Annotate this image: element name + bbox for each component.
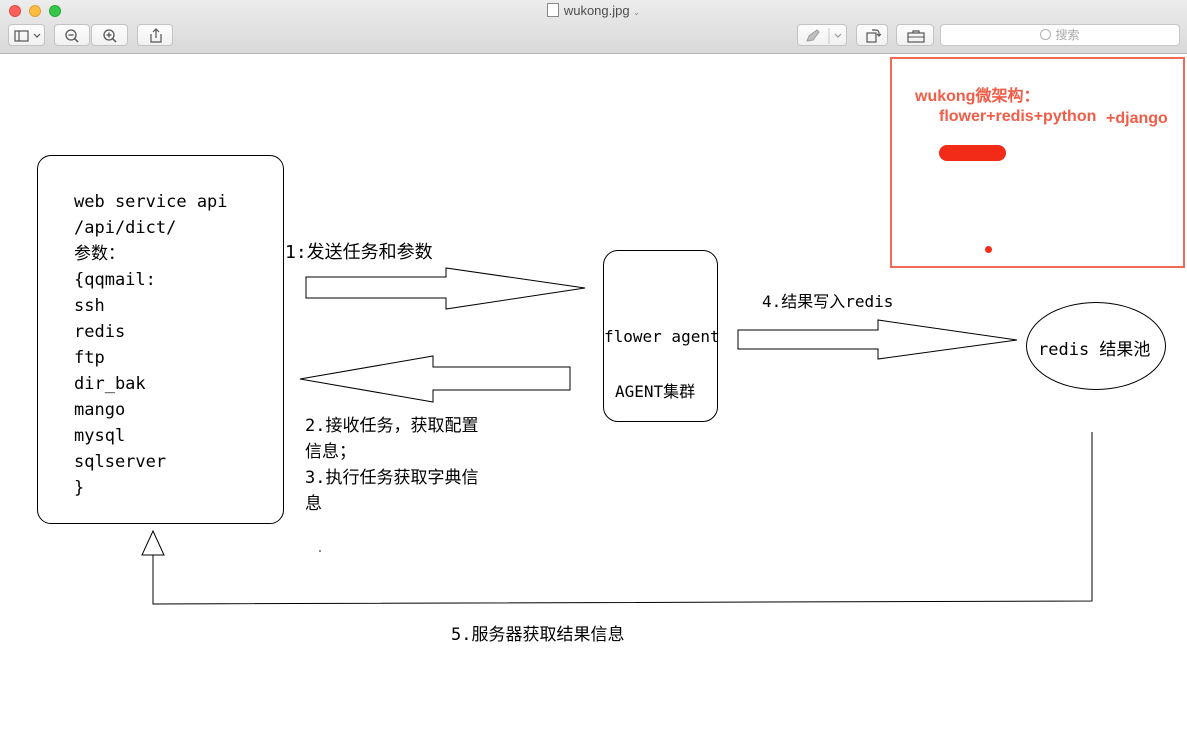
rotate-button[interactable] <box>856 24 888 46</box>
toolbox-button[interactable] <box>896 24 934 46</box>
toolbox-icon <box>907 30 925 43</box>
share-icon <box>150 28 162 43</box>
web-service-line: } <box>74 478 85 498</box>
annotation-stack: flower+redis+python <box>939 108 1097 125</box>
share-button[interactable] <box>137 24 173 46</box>
minimize-window-button[interactable] <box>29 5 41 17</box>
web-service-line: mysql <box>74 426 126 446</box>
search-input[interactable]: 搜索 <box>940 24 1180 46</box>
document-icon <box>546 3 559 17</box>
stray-dot <box>319 550 321 552</box>
markup-pen-button[interactable] <box>797 24 847 46</box>
write-redis-arrow <box>737 319 1018 360</box>
pen-icon <box>806 28 842 44</box>
web-service-line: sqlserver <box>74 452 167 472</box>
send-task-arrow <box>305 267 586 310</box>
close-window-button[interactable] <box>9 5 21 17</box>
sidebar-toggle-button[interactable] <box>8 24 45 46</box>
chevron-down-icon: ⌄ <box>632 7 641 17</box>
agent-cluster-label: AGENT集群 <box>615 382 696 401</box>
zoom-out-icon <box>65 29 79 43</box>
sidebar-icon <box>14 30 41 42</box>
annotation-title: wukong微架构： <box>915 88 1040 105</box>
step3-label-line1: 3.执行任务获取字典信 <box>305 468 479 488</box>
web-service-line: redis <box>74 322 126 342</box>
step1-label: 1:发送任务和参数 <box>285 242 433 263</box>
web-service-line: ftp <box>74 348 105 368</box>
web-service-line: dir_bak <box>74 374 146 394</box>
zoom-window-button[interactable] <box>49 5 61 17</box>
redis-pool-ellipse <box>1026 302 1166 390</box>
web-service-line: /api/dict/ <box>74 218 177 238</box>
zoom-out-button[interactable] <box>54 24 90 46</box>
web-service-line: {qqmail: <box>74 270 156 290</box>
web-service-line: ssh <box>74 296 105 316</box>
annotation-box <box>890 57 1185 268</box>
window-title[interactable]: wukong.jpg⌄ <box>0 3 1187 18</box>
agent-label: flower agent <box>604 327 720 346</box>
step3-label-line2: 息 <box>305 494 322 514</box>
window-titlebar: wukong.jpg⌄ <box>0 0 1187 54</box>
redis-pool-label: redis 结果池 <box>1038 340 1151 360</box>
zoom-in-icon <box>103 29 117 43</box>
web-service-box: web service api /api/dict/ 参数： {qqmail: … <box>37 155 284 524</box>
web-service-line: 参数： <box>74 244 125 264</box>
web-service-line: mango <box>74 400 126 420</box>
redacted-mark <box>939 145 1006 161</box>
return-path-line <box>152 432 1093 605</box>
search-icon <box>1040 29 1052 40</box>
step2-label-line2: 信息； <box>305 442 356 462</box>
receive-task-arrow <box>299 355 571 403</box>
flower-agent-box <box>603 250 718 422</box>
annotation-stack-extra: +django <box>1106 110 1168 127</box>
step4-label: 4.结果写入redis <box>762 292 894 311</box>
step5-label: 5.服务器获取结果信息 <box>451 625 625 645</box>
web-service-line: web service api <box>74 192 228 212</box>
step2-label-line1: 2.接收任务，获取配置 <box>305 416 479 436</box>
zoom-in-button[interactable] <box>91 24 128 46</box>
annotation-dot <box>985 246 992 253</box>
rotate-icon <box>866 29 882 43</box>
return-arrowhead <box>141 529 165 556</box>
web-service-lines: web service api /api/dict/ 参数： {qqmail: … <box>74 189 228 501</box>
